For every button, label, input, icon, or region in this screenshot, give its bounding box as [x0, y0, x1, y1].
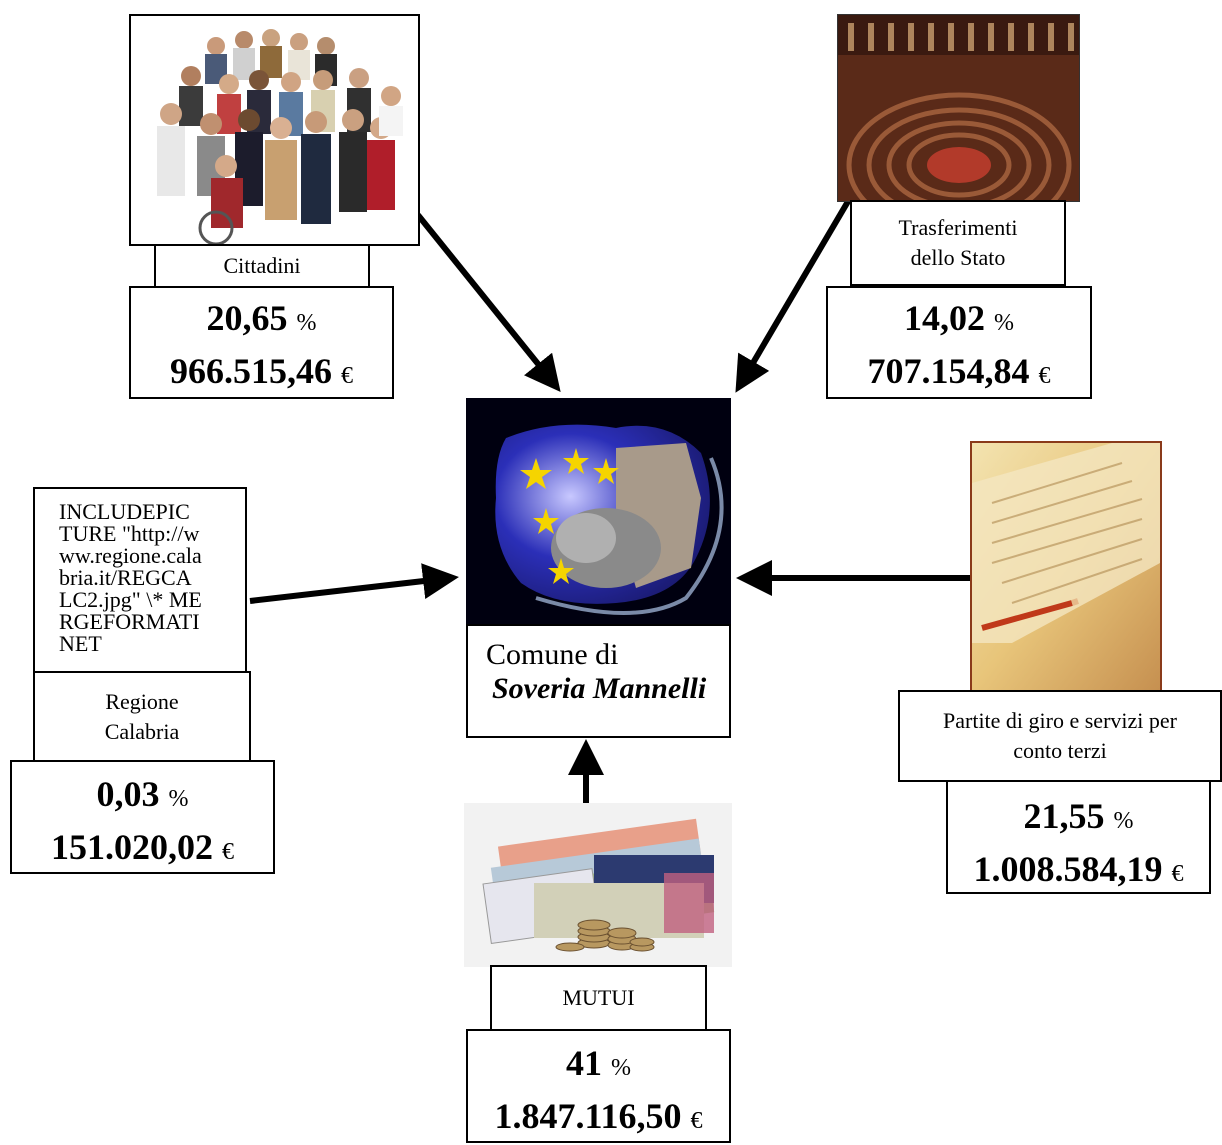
stato-label-line2: dello Stato	[910, 245, 1006, 270]
regione-percent: 0,03	[96, 774, 160, 814]
mutui-percent: 41	[566, 1043, 602, 1083]
placeholder-line: ww.regione.cala	[59, 543, 202, 568]
stato-label-line1: Trasferimenti	[898, 215, 1018, 240]
cittadini-label: Cittadini	[223, 253, 301, 278]
stato-value-box: 14,02 % 707.154,84 €	[826, 286, 1092, 399]
percent-unit: %	[168, 786, 189, 812]
placeholder-line: RGEFORMATI	[59, 609, 200, 634]
stato-label-box: Trasferimenti dello Stato	[850, 200, 1066, 286]
placeholder-line: NET	[59, 631, 102, 656]
partite-amount: 1.008.584,19	[973, 849, 1163, 889]
percent-unit: %	[611, 1055, 631, 1081]
percent-unit: %	[1113, 808, 1134, 834]
regione-label-box: Regione Calabria	[33, 671, 251, 762]
cittadini-photo	[129, 14, 420, 246]
stato-percent: 14,02	[904, 298, 985, 338]
mutui-value-box: 41 % 1.847.116,50 €	[466, 1029, 731, 1143]
regione-label-line2: Calabria	[104, 718, 180, 744]
partite-label-line2: conto terzi	[1013, 738, 1107, 763]
arrow-regione	[249, 563, 459, 604]
parliament-photo	[837, 14, 1080, 202]
partite-percent: 21,55	[1023, 796, 1105, 836]
comune-title-box: Comune di Soveria Mannelli	[466, 624, 731, 738]
comune-title-line1: Comune di	[486, 638, 619, 671]
partite-label-line1: Partite di giro e servizi per	[943, 708, 1177, 733]
banknotes-photo	[464, 803, 732, 967]
cittadini-label-box: Cittadini	[154, 244, 370, 288]
placeholder-line: TURE "http://w	[59, 521, 200, 546]
euro-unit: €	[341, 363, 353, 389]
mutui-label-box: MUTUI	[490, 965, 707, 1031]
regione-label-line1: Regione	[105, 688, 179, 714]
mutui-amount: 1.847.116,50	[494, 1096, 682, 1136]
percent-unit: %	[994, 310, 1014, 336]
percent-unit: %	[296, 310, 317, 336]
cittadini-value-box: 20,65 % 966.515,46 €	[129, 286, 394, 399]
placeholder-line: bria.it/REGCA	[59, 565, 192, 590]
euro-unit: €	[222, 839, 234, 865]
documents-photo	[970, 441, 1162, 692]
comune-logo	[466, 398, 731, 626]
cittadini-percent: 20,65	[206, 298, 288, 338]
partite-label-box: Partite di giro e servizi per conto terz…	[898, 690, 1222, 782]
partite-value-box: 21,55 % 1.008.584,19 €	[946, 780, 1211, 894]
regione-value-box: 0,03 % 151.020,02 €	[10, 760, 275, 874]
mutui-label: MUTUI	[562, 985, 635, 1010]
comune-title-line2: Soveria Mannelli	[492, 672, 707, 705]
regione-image-placeholder: INCLUDEPIC TURE "http://w ww.regione.cal…	[33, 487, 247, 673]
euro-unit: €	[690, 1108, 703, 1134]
euro-unit: €	[1038, 363, 1051, 389]
placeholder-line: LC2.jpg" \* ME	[59, 587, 202, 612]
cittadini-amount: 966.515,46	[170, 351, 332, 391]
arrow-stato	[735, 196, 853, 393]
arrow-cittadini	[415, 213, 561, 393]
placeholder-line: INCLUDEPIC	[59, 499, 190, 524]
euro-unit: €	[1171, 861, 1184, 887]
stato-amount: 707.154,84	[867, 351, 1030, 391]
regione-amount: 151.020,02	[51, 827, 213, 867]
